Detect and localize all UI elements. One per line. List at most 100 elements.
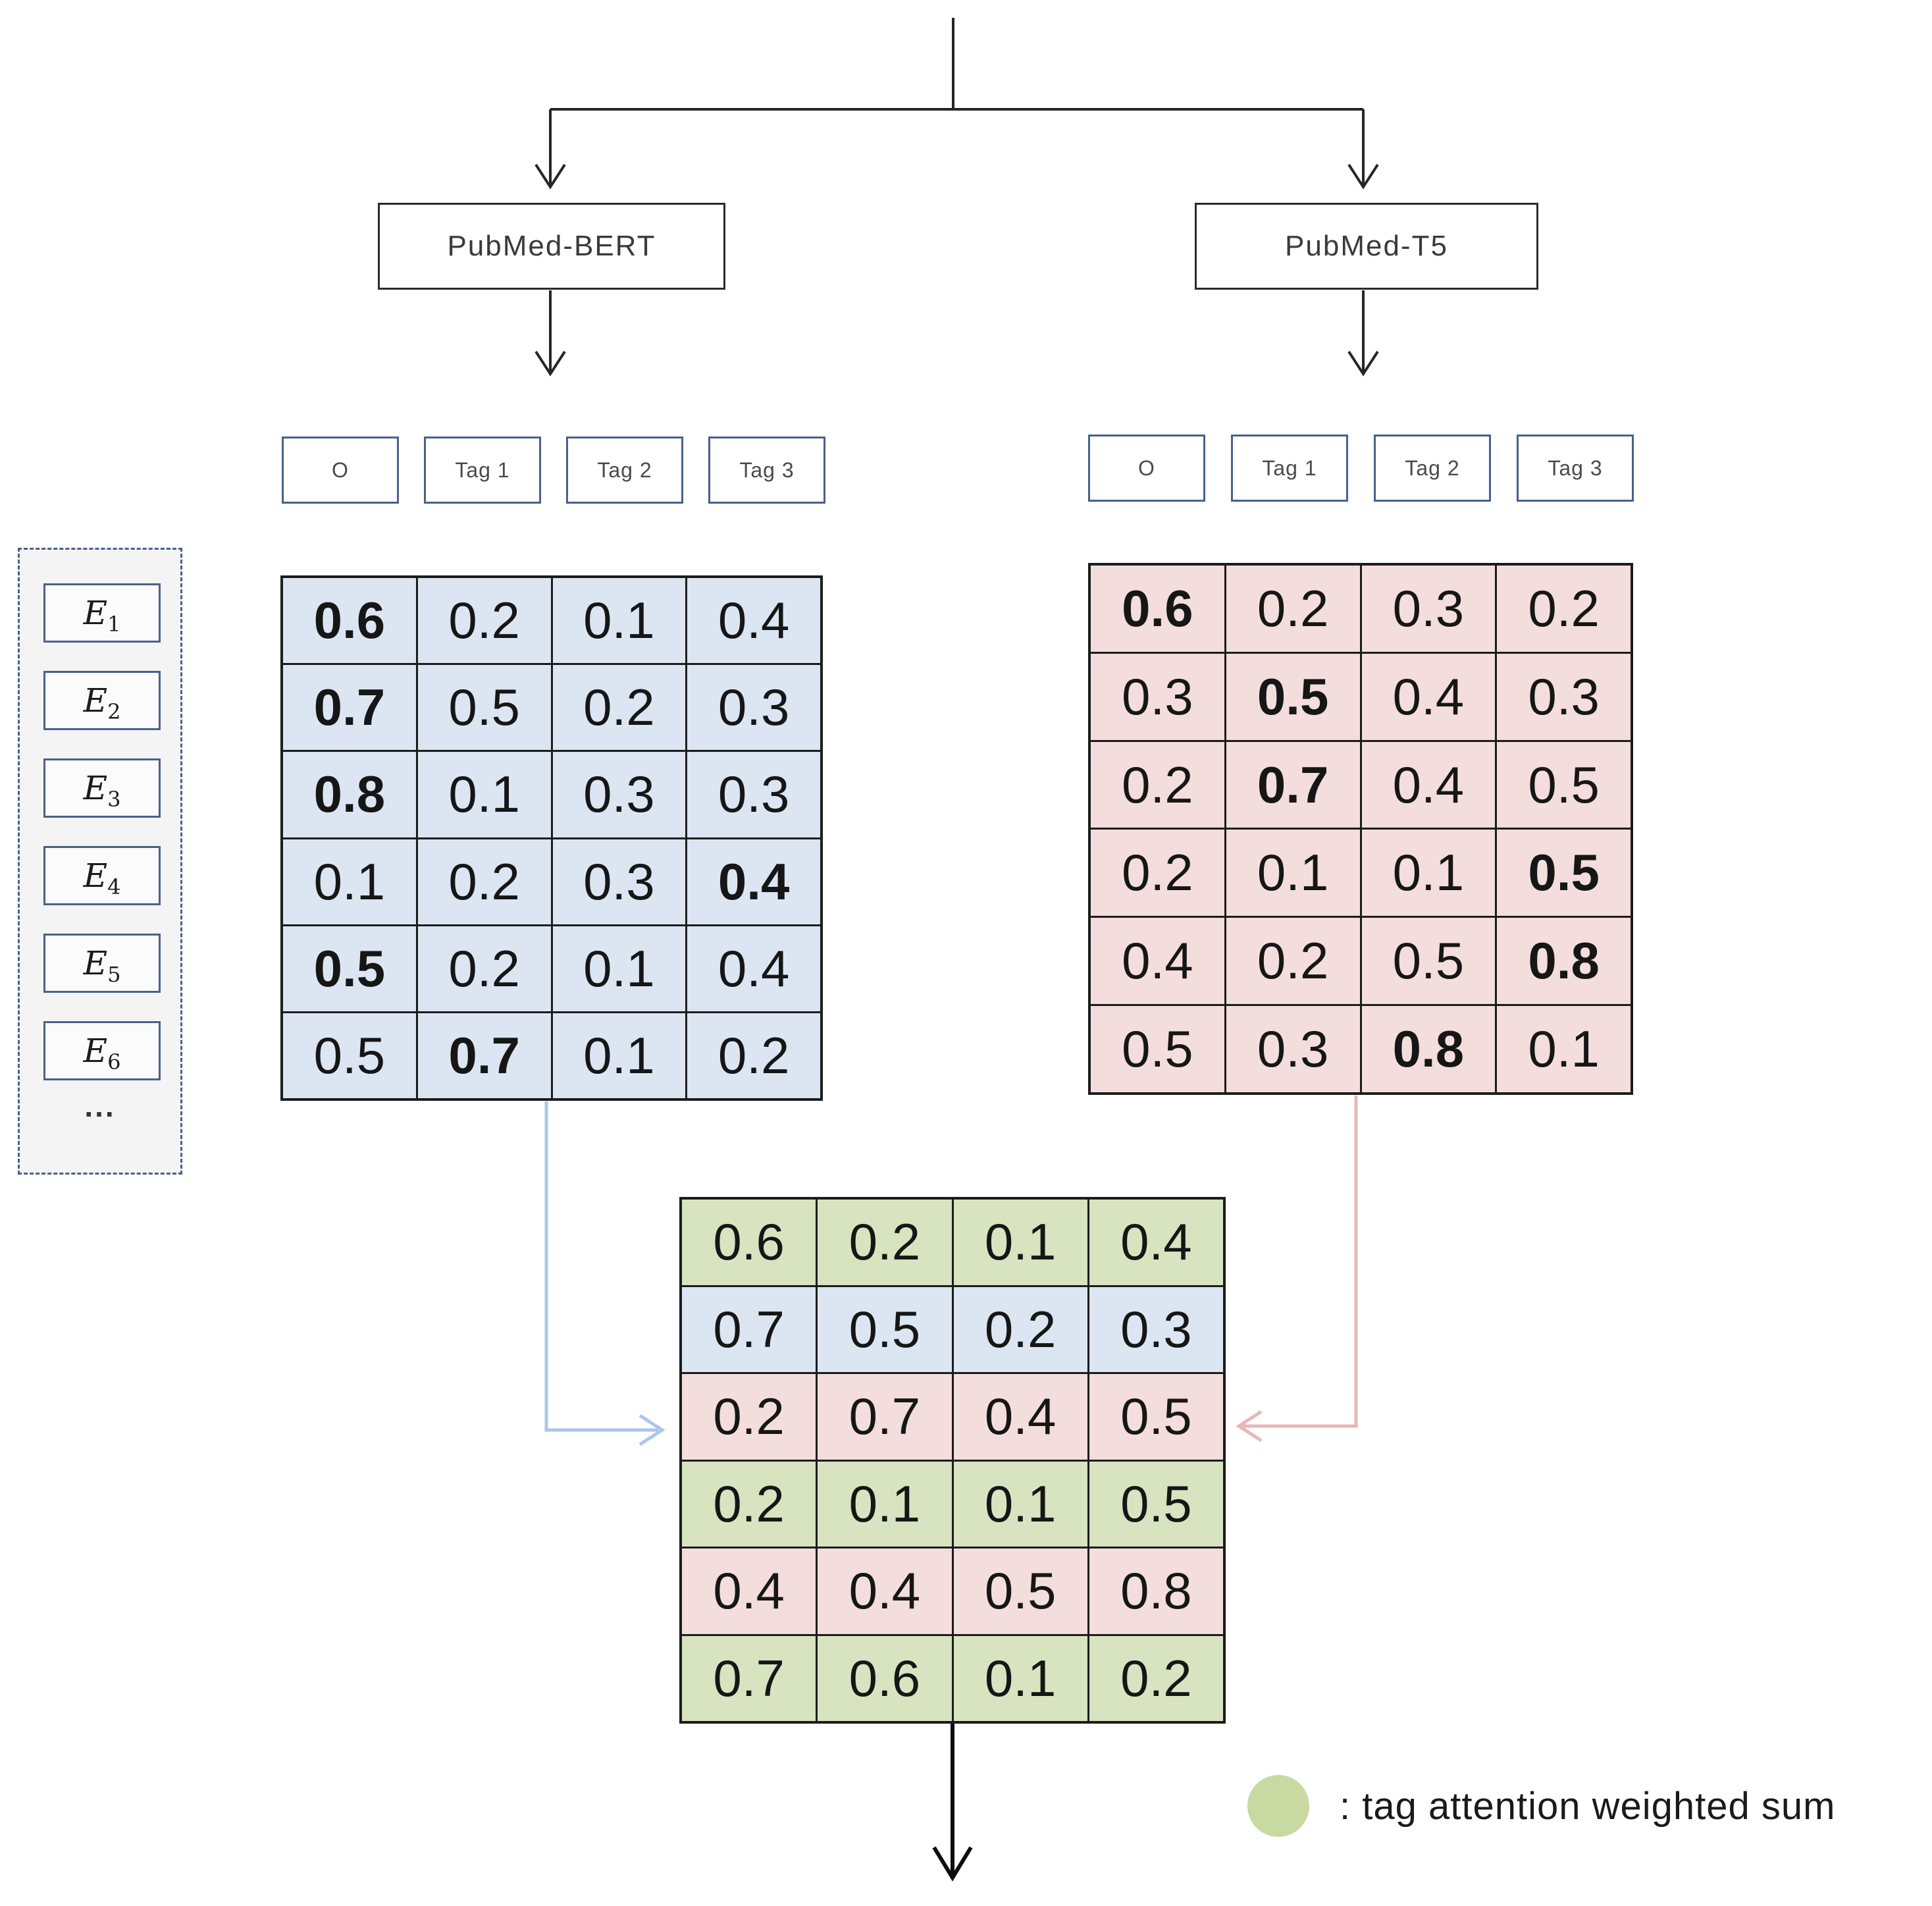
arrow-down-icon [535, 350, 566, 377]
blue-elbow-arrow [544, 1101, 666, 1446]
matrix-cell: 0.8 [1089, 1549, 1223, 1634]
tag-label: O [332, 458, 349, 482]
embedding-box: E4 [43, 846, 161, 905]
matrix-cell: 0.2 [1226, 566, 1360, 652]
embedding-label: E4 [83, 857, 121, 899]
t5-down-arrow [1347, 290, 1379, 377]
matrix-cell: 0.5 [1497, 830, 1631, 916]
pink-elbow-arrow [1236, 1096, 1358, 1443]
embedding-label: E5 [83, 944, 121, 987]
t5-tag-box-3: Tag 3 [1517, 435, 1634, 502]
top-branch-connector [535, 18, 1379, 190]
matrix-cell: 0.6 [283, 578, 416, 664]
matrix-cell: 0.7 [417, 1013, 551, 1098]
matrix-cell: 0.5 [283, 926, 416, 1011]
matrix-cell: 0.5 [1089, 1374, 1223, 1460]
arrow-down-icon [1347, 350, 1379, 377]
matrix-cell: 0.4 [953, 1374, 1087, 1460]
matrix-cell: 0.6 [1091, 566, 1224, 652]
matrix-cell: 0.5 [1089, 1461, 1223, 1547]
matrix-cell: 0.4 [687, 926, 820, 1011]
arrow-down-icon [535, 163, 566, 190]
matrix-cell: 0.3 [552, 752, 686, 837]
tag-label: O [1138, 456, 1155, 480]
tag-label: Tag 2 [1405, 456, 1460, 480]
bert-tag-box-3: Tag 3 [708, 437, 825, 504]
tag-label: Tag 3 [739, 458, 795, 482]
matrix-cell: 0.2 [818, 1200, 952, 1285]
pubmed-t5-label: PubMed-T5 [1285, 230, 1448, 262]
matrix-cell: 0.2 [1497, 566, 1631, 652]
matrix-cell: 0.1 [953, 1635, 1087, 1721]
bert-tag-box-2: Tag 2 [566, 437, 683, 504]
matrix-cell: 0.6 [682, 1200, 816, 1285]
matrix-cell: 0.5 [1361, 918, 1496, 1005]
matrix-cell: 0.3 [687, 752, 820, 837]
embedding-label: E6 [83, 1032, 121, 1074]
matrix-cell: 0.4 [687, 839, 820, 924]
arrow-down-icon [1347, 163, 1379, 190]
matrix-cell: 0.2 [417, 926, 551, 1011]
matrix-cell: 0.5 [1091, 1006, 1224, 1092]
matrix-cell: 0.8 [1497, 918, 1631, 1005]
tag-label: Tag 2 [597, 458, 652, 482]
matrix-cell: 0.1 [953, 1200, 1087, 1285]
matrix-cell: 0.7 [682, 1635, 816, 1721]
arrow-down-icon [932, 1846, 973, 1882]
matrix-cell: 0.1 [417, 752, 551, 837]
bert-tag-box-o: O [282, 437, 399, 504]
matrix-cell: 0.1 [818, 1461, 952, 1547]
matrix-cell: 0.4 [687, 578, 820, 664]
embedding-label: E2 [83, 681, 121, 724]
matrix-cell: 0.4 [682, 1549, 816, 1634]
arrow-left-icon [1236, 1410, 1263, 1443]
pubmed-bert-box: PubMed-BERT [378, 203, 725, 290]
embedding-box: E3 [43, 758, 161, 818]
t5-tag-box-2: Tag 2 [1374, 435, 1491, 502]
matrix-cell: 0.2 [1226, 918, 1360, 1005]
legend-label: : tag attention weighted sum [1340, 1784, 1836, 1828]
tag-label: Tag 1 [455, 458, 510, 482]
matrix-cell: 0.3 [687, 665, 820, 751]
matrix-cell: 0.1 [953, 1461, 1087, 1547]
matrix-cell: 0.5 [1226, 653, 1360, 740]
arrow-right-icon [639, 1414, 666, 1446]
legend: : tag attention weighted sum [1247, 1775, 1835, 1837]
matrix-cell: 0.1 [552, 926, 686, 1011]
matrix-cell: 0.1 [1226, 830, 1360, 916]
matrix-cell: 0.2 [1091, 741, 1224, 828]
tag-label: Tag 1 [1262, 456, 1317, 480]
matrix-cell: 0.4 [1089, 1200, 1223, 1285]
matrix-cell: 0.1 [552, 1013, 686, 1098]
embedding-box: E5 [43, 934, 161, 993]
embedding-label: E3 [83, 769, 121, 812]
matrix-cell: 0.3 [1091, 653, 1224, 740]
matrix-cell: 0.4 [818, 1549, 952, 1634]
output-down-arrow [932, 1724, 973, 1882]
bert-tag-box-1: Tag 1 [424, 437, 541, 504]
matrix-cell: 0.3 [552, 839, 686, 924]
matrix-cell: 0.1 [1497, 1006, 1631, 1092]
matrix-cell: 0.4 [1091, 918, 1224, 1005]
matrix-cell: 0.2 [1091, 830, 1224, 916]
t5-tag-box-1: Tag 1 [1231, 435, 1348, 502]
matrix-cell: 0.2 [682, 1374, 816, 1460]
matrix-cell: 0.5 [417, 665, 551, 751]
matrix-cell: 0.7 [283, 665, 416, 751]
matrix-cell: 0.1 [283, 839, 416, 924]
matrix-cell: 0.4 [1361, 741, 1496, 828]
matrix-cell: 0.7 [1226, 741, 1360, 828]
legend-circle-icon [1247, 1775, 1309, 1837]
matrix-cell: 0.4 [1361, 653, 1496, 740]
matrix-cell: 0.3 [1497, 653, 1631, 740]
embedding-ellipsis: ... [84, 1089, 116, 1123]
embedding-box: E6 [43, 1021, 161, 1080]
bert-down-arrow [535, 290, 566, 377]
embedding-box: E2 [43, 671, 161, 730]
matrix-cell: 0.2 [953, 1286, 1087, 1372]
embedding-label: E1 [83, 594, 121, 637]
